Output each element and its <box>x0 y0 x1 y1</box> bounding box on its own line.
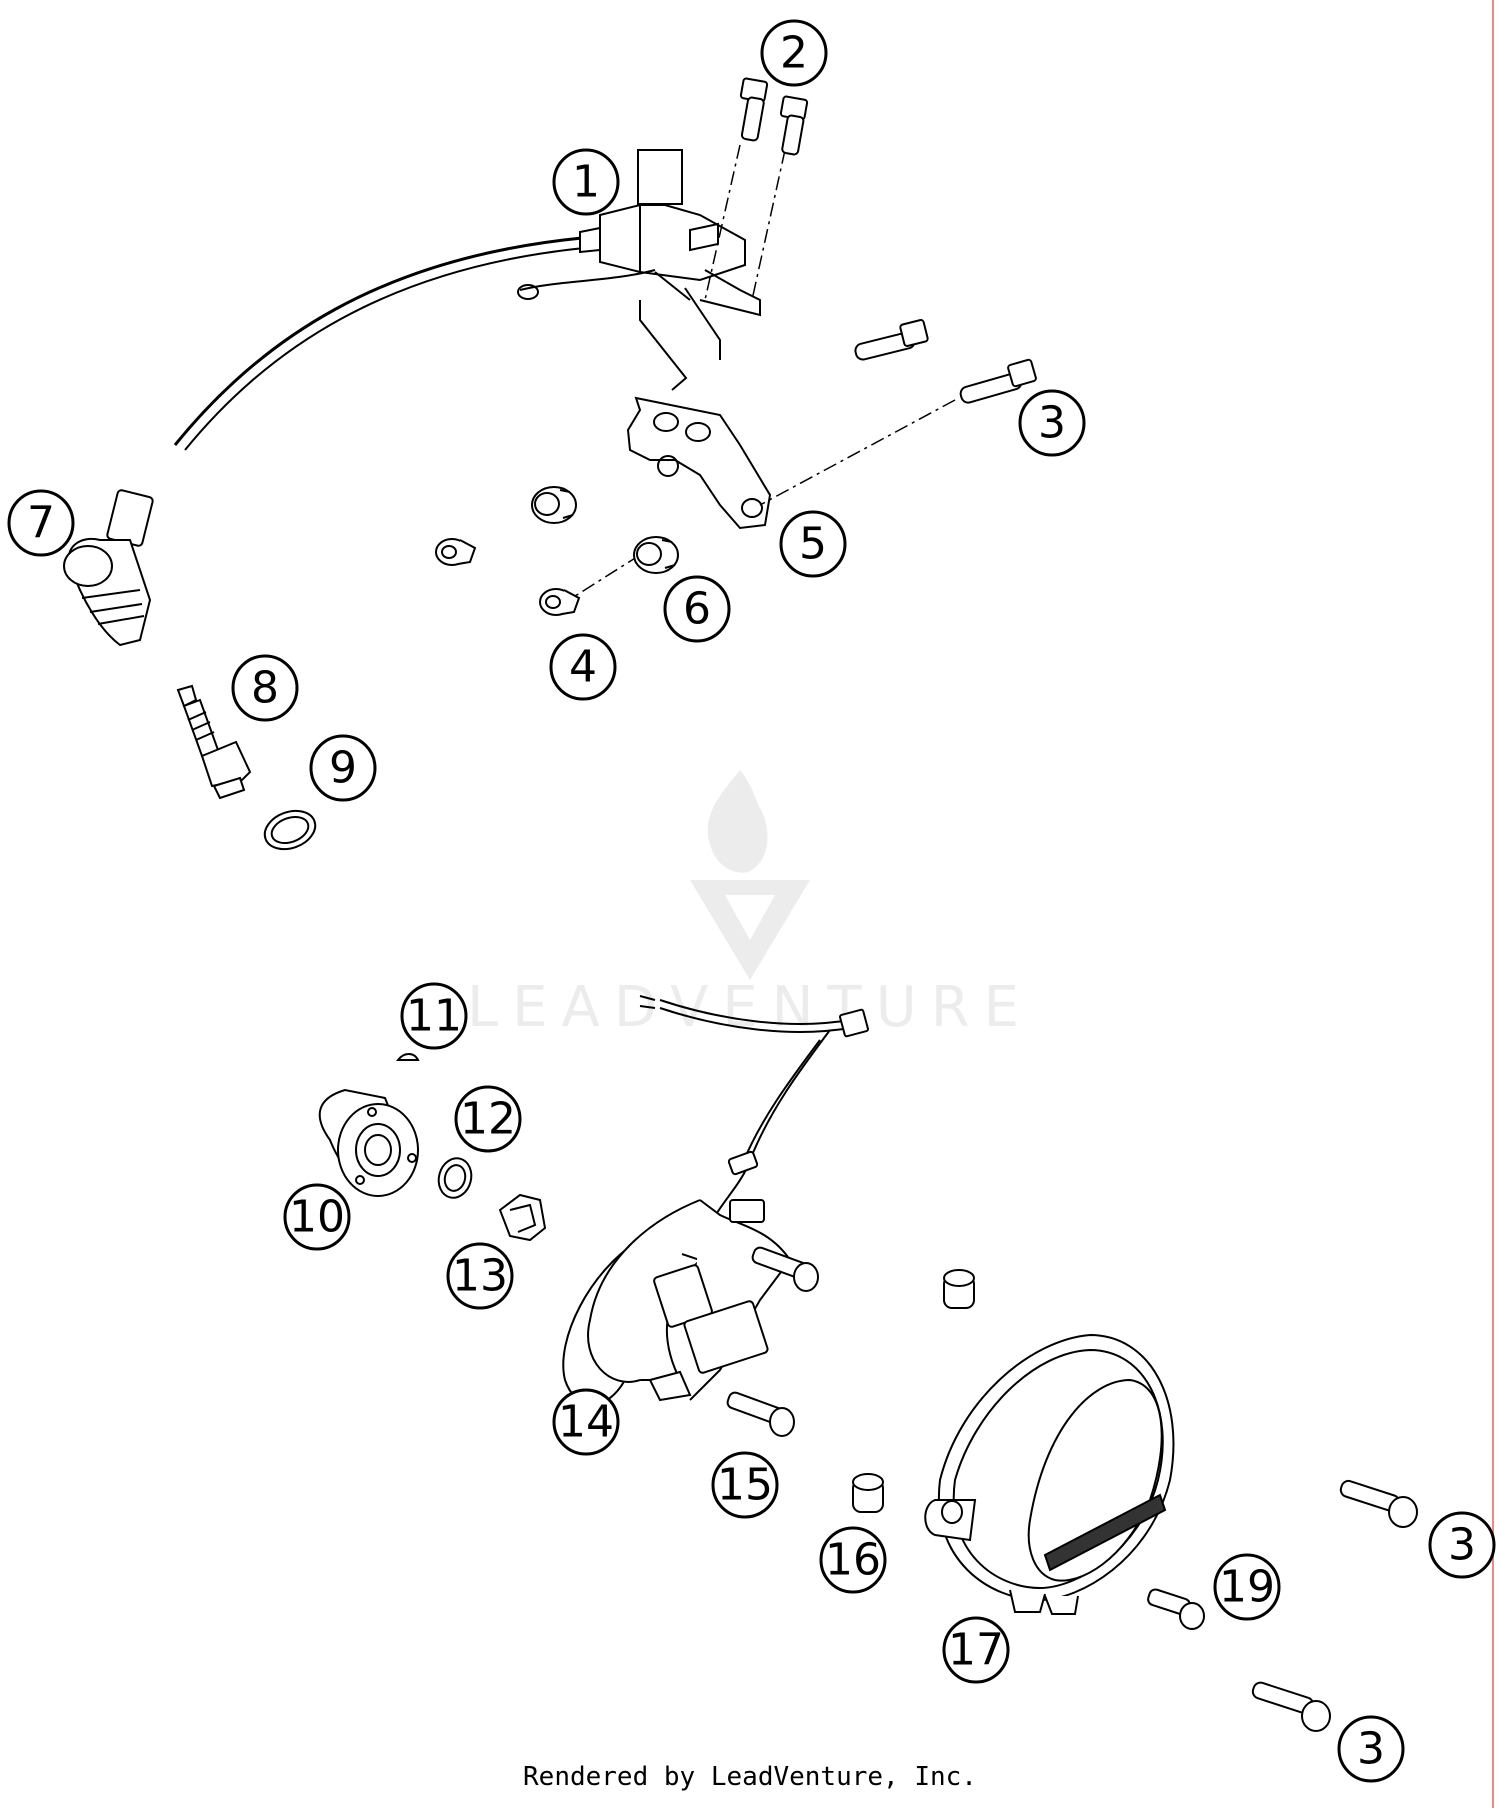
bushing-upper <box>435 538 477 566</box>
svg-text:13: 13 <box>452 1251 508 1302</box>
rubber-grommet-upper <box>531 486 577 524</box>
coil-bracket <box>626 287 772 530</box>
callout-3-cover-upper: 3 <box>1428 1511 1496 1579</box>
svg-text:4: 4 <box>569 642 597 693</box>
callout-3-bracket: 3 <box>1018 389 1086 457</box>
svg-text:19: 19 <box>1219 1562 1275 1613</box>
coil-bolt-left <box>739 77 769 142</box>
coil-bolt-right <box>779 95 809 156</box>
sealing-ring-9 <box>263 809 317 851</box>
rotor <box>318 1088 419 1197</box>
bracket-bolt-upper <box>854 319 929 361</box>
svg-text:7: 7 <box>27 498 55 549</box>
callout-2: 2 <box>760 19 828 87</box>
ignition-cover <box>924 1333 1175 1615</box>
svg-text:6: 6 <box>683 584 711 635</box>
svg-text:8: 8 <box>251 663 279 714</box>
bracket-bolt-lower <box>959 358 1037 404</box>
dowel-sleeve-lower <box>852 1473 884 1513</box>
svg-text:12: 12 <box>460 1094 516 1145</box>
stator-screw-lower <box>726 1391 795 1437</box>
svg-text:1: 1 <box>572 157 600 208</box>
ignition-cable <box>173 236 583 446</box>
svg-text:10: 10 <box>289 1192 345 1243</box>
washer-12 <box>437 1157 473 1199</box>
callout-12: 12 <box>454 1085 522 1153</box>
svg-text:3: 3 <box>1448 1520 1476 1571</box>
ignition-cable-inner <box>184 247 585 451</box>
stator-screw-upper <box>751 1246 819 1292</box>
svg-text:3: 3 <box>1038 398 1066 449</box>
footer-credit: Rendered by LeadVenture, Inc. <box>523 1762 977 1792</box>
dowel-sleeve-upper <box>943 1269 975 1309</box>
callout-16: 16 <box>819 1526 887 1594</box>
watermark-v-icon <box>690 880 810 980</box>
callout-11: 11 <box>400 982 468 1050</box>
callout-1: 1 <box>552 148 620 216</box>
callout-5: 5 <box>779 510 847 578</box>
svg-text:5: 5 <box>799 519 827 570</box>
spark-plug-cap <box>63 489 154 647</box>
svg-text:9: 9 <box>329 743 357 794</box>
callout-4: 4 <box>549 633 617 701</box>
guide-line-bolt-2b <box>751 149 786 301</box>
svg-text:14: 14 <box>558 1397 614 1448</box>
svg-text:3: 3 <box>1357 1724 1385 1775</box>
watermark-text: LEADVENTURE <box>467 975 1033 1040</box>
nut-13 <box>498 1193 547 1242</box>
callout-19: 19 <box>1213 1553 1281 1621</box>
cover-bolt-upper <box>1339 1479 1418 1528</box>
watermark-flame-icon <box>707 770 768 873</box>
callout-10: 10 <box>283 1183 351 1251</box>
svg-text:11: 11 <box>406 991 462 1042</box>
callout-14: 14 <box>552 1388 620 1456</box>
callout-7: 7 <box>7 489 75 557</box>
callout-6: 6 <box>663 575 731 643</box>
rubber-grommet-lower <box>633 536 679 574</box>
callout-15: 15 <box>711 1451 779 1519</box>
bushing-lower <box>539 588 581 616</box>
watermark: LEADVENTURE <box>467 770 1033 1040</box>
callout-17: 17 <box>942 1616 1010 1684</box>
svg-text:17: 17 <box>948 1625 1004 1676</box>
svg-text:16: 16 <box>825 1535 881 1586</box>
svg-text:15: 15 <box>717 1460 773 1511</box>
spark-plug <box>176 684 252 800</box>
cover-bolt-lower <box>1251 1681 1331 1732</box>
callout-13: 13 <box>446 1242 514 1310</box>
guide-line-bolt-3 <box>759 399 956 506</box>
stator-plate <box>562 1199 792 1406</box>
svg-text:2: 2 <box>780 28 808 79</box>
callout-3-cover-lower: 3 <box>1337 1715 1405 1783</box>
callout-9: 9 <box>309 734 377 802</box>
cover-screw-19 <box>1147 1588 1205 1630</box>
ignition-coil <box>517 149 761 317</box>
page-edge-line <box>1492 0 1494 1808</box>
callout-8: 8 <box>231 654 299 722</box>
woodruff-key <box>395 1053 420 1061</box>
guide-line-bushing <box>571 554 641 599</box>
